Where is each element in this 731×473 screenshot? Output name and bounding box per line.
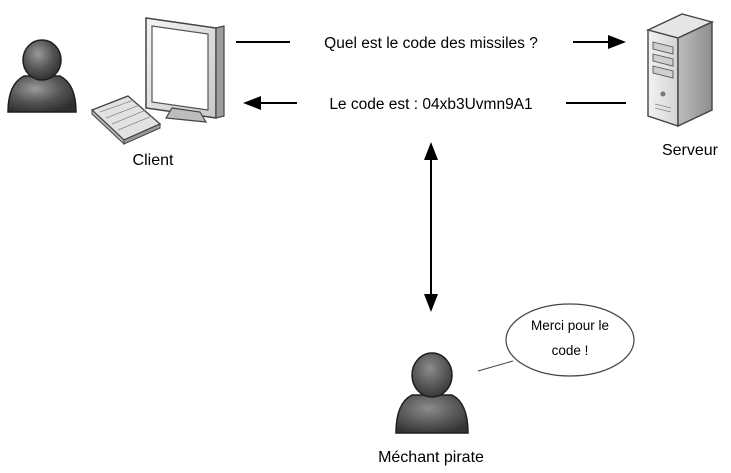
interception-arrow xyxy=(424,142,438,312)
client-computer-icon xyxy=(90,17,225,146)
attacker-label: Méchant pirate xyxy=(378,449,484,466)
client-label: Client xyxy=(133,152,174,169)
request-arrow xyxy=(236,35,626,49)
bubble-text-line2: code ! xyxy=(552,343,589,358)
server-label: Serveur xyxy=(662,142,719,159)
response-message: Le code est : 04xb3Uvmn9A1 xyxy=(329,96,532,113)
server-tower-icon xyxy=(645,13,715,128)
client-person-icon xyxy=(7,39,77,113)
attacker-person-icon xyxy=(395,352,469,434)
keyboard-icon xyxy=(90,95,162,146)
bubble-text-line1: Merci pour le xyxy=(531,318,609,333)
speech-bubble xyxy=(477,303,635,377)
request-message: Quel est le code des missiles ? xyxy=(324,35,538,52)
response-arrow xyxy=(243,96,626,110)
